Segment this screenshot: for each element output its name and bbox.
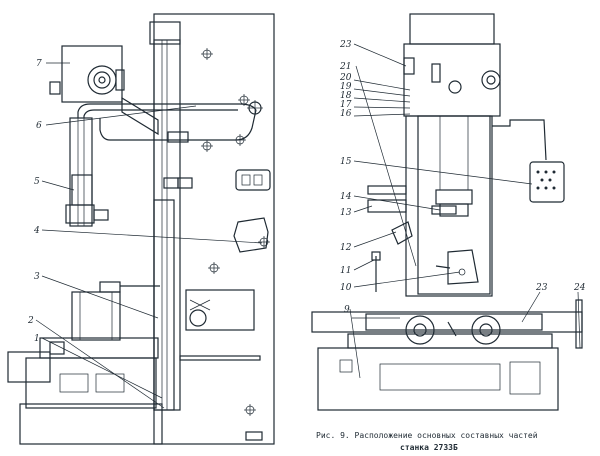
left-leaders — [35, 62, 263, 409]
spindle-holder — [435, 189, 473, 205]
callout-11: 11 — [340, 266, 351, 276]
vertical-pipe-assembly — [69, 117, 93, 227]
spindle-head — [61, 45, 123, 103]
callout-23-table: 23 — [535, 283, 548, 293]
spindle-rod — [153, 199, 175, 411]
callout-3: 3 — [34, 272, 40, 282]
flange-cover — [233, 217, 269, 253]
callout-17: 17 — [340, 100, 352, 110]
callout-21: 21 — [339, 62, 351, 72]
left-column-body — [153, 13, 275, 445]
callout-16: 16 — [340, 109, 352, 119]
front-base — [317, 347, 559, 411]
callout-7: 7 — [36, 59, 42, 69]
callout-4: 4 — [33, 226, 40, 236]
right-callout-labels: 23 21 20 19 18 17 16 15 14 13 12 11 10 9… — [339, 40, 586, 315]
workpiece-block — [71, 291, 121, 341]
column-top — [409, 13, 495, 45]
callout-12: 12 — [340, 243, 352, 253]
callout-20: 20 — [339, 73, 352, 83]
table-end — [7, 351, 51, 383]
column-body — [417, 115, 491, 295]
callout-13: 13 — [340, 208, 352, 218]
figure-caption: Рис. 9. Расположение основных составных … — [316, 431, 538, 452]
feed-handle-housing — [447, 249, 479, 285]
control-pendant — [529, 161, 565, 203]
left-callout-labels: 7 6 5 4 3 2 1 — [27, 59, 42, 344]
pendant-buttons — [536, 170, 556, 190]
callout-18: 18 — [340, 91, 352, 101]
work-table — [39, 337, 159, 359]
callout-15: 15 — [340, 157, 352, 167]
tool-rest — [367, 199, 407, 213]
left-view — [7, 13, 275, 445]
right-leaders — [349, 43, 581, 379]
caption-line-1: Рис. 9. Расположение основных составных … — [316, 431, 538, 440]
callout-6: 6 — [36, 121, 42, 131]
feed-gearbox — [185, 289, 255, 331]
spindle-head-front — [403, 43, 501, 117]
crosshair-marks — [201, 48, 270, 416]
callout-5: 5 — [34, 177, 40, 187]
machine-base — [19, 403, 163, 445]
control-box — [235, 169, 271, 191]
caption-line-2: станка 2733Б — [400, 443, 458, 452]
lamp — [391, 221, 413, 245]
callout-1: 1 — [34, 334, 40, 344]
right-view — [311, 13, 583, 411]
left-top-cap — [149, 21, 181, 45]
callout-9: 9 — [344, 305, 350, 315]
callout-10: 10 — [340, 283, 352, 293]
callout-24: 24 — [573, 283, 586, 293]
tool-shelf — [367, 185, 407, 195]
callout-2: 2 — [27, 316, 34, 326]
motor-pulley — [87, 65, 117, 95]
lower-base — [25, 357, 157, 409]
callout-14: 14 — [340, 192, 352, 202]
callout-19: 19 — [340, 82, 352, 92]
callout-23-top: 23 — [339, 40, 352, 50]
